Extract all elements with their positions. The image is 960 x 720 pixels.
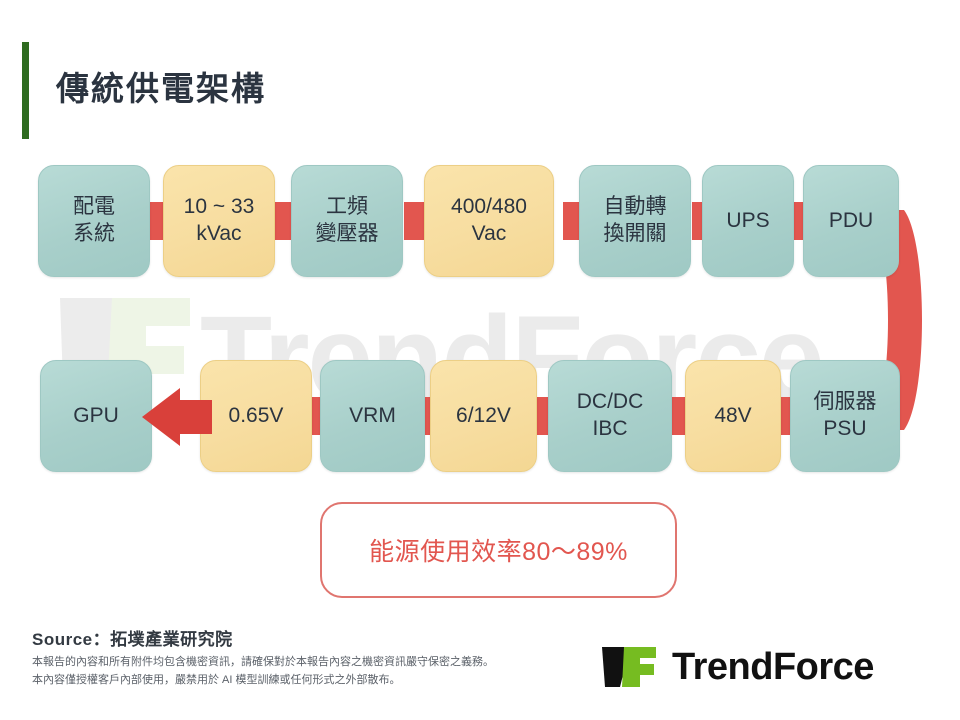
flow-node-label: 6/12V bbox=[456, 403, 511, 427]
flow-node-label: 48V bbox=[714, 403, 752, 427]
arrow-left-to-gpu-icon bbox=[142, 388, 212, 446]
source-label: Source：拓墣產業研究院 bbox=[32, 630, 233, 649]
flow-node-label: GPU bbox=[73, 403, 119, 427]
flow-node-row1-6[interactable]: PDU bbox=[803, 165, 899, 277]
trendforce-logo-text: TrendForce bbox=[672, 646, 874, 688]
flow-node-label: PDU bbox=[828, 208, 874, 232]
flow-node-label: 自動轉換開關 bbox=[603, 195, 667, 245]
efficiency-callout-text: 能源使用效率80～89% bbox=[369, 538, 628, 566]
page-title: 傳統供電架構 bbox=[56, 70, 266, 107]
trendforce-logo-mark-icon bbox=[602, 647, 656, 687]
flow-node-label: 0.65V bbox=[228, 403, 284, 427]
flow-node-label: UPS bbox=[726, 208, 770, 232]
flow-node-row2-0[interactable]: GPU bbox=[40, 360, 152, 472]
disclaimer: 本報告的內容和所有附件均包含機密資訊，請確保對於本報告內容之機密資訊嚴守保密之義… bbox=[32, 653, 494, 689]
flow-node-label: VRM bbox=[349, 403, 396, 427]
disclaimer-line-2: 本內容僅授權客戶內部使用，嚴禁用於 AI 模型訓練或任何形式之外部散布。 bbox=[32, 674, 401, 687]
trendforce-logo: TrendForce bbox=[600, 645, 874, 689]
flow-node-label: 配電系統 bbox=[73, 195, 115, 245]
flow-node-row2-3[interactable]: 6/12V bbox=[430, 360, 537, 472]
disclaimer-line-1: 本報告的內容和所有附件均包含機密資訊，請確保對於本報告內容之機密資訊嚴守保密之義… bbox=[32, 656, 494, 668]
flow-node-row1-0[interactable]: 配電系統 bbox=[38, 165, 150, 277]
flow-node-row2-2[interactable]: VRM bbox=[320, 360, 425, 472]
flow-node-row1-2[interactable]: 工頻變壓器 bbox=[291, 165, 403, 277]
flow-node-row1-4[interactable]: 自動轉換開關 bbox=[579, 165, 691, 277]
flow-node-row2-5[interactable]: 48V bbox=[685, 360, 781, 472]
loop-connector-right bbox=[870, 210, 922, 430]
flow-node-row1-5[interactable]: UPS bbox=[702, 165, 794, 277]
efficiency-callout: 能源使用效率80～89% bbox=[320, 502, 677, 598]
title-accent-bar bbox=[22, 42, 29, 139]
flow-node-label: 工頻變壓器 bbox=[315, 195, 379, 245]
flow-node-row2-1[interactable]: 0.65V bbox=[200, 360, 312, 472]
